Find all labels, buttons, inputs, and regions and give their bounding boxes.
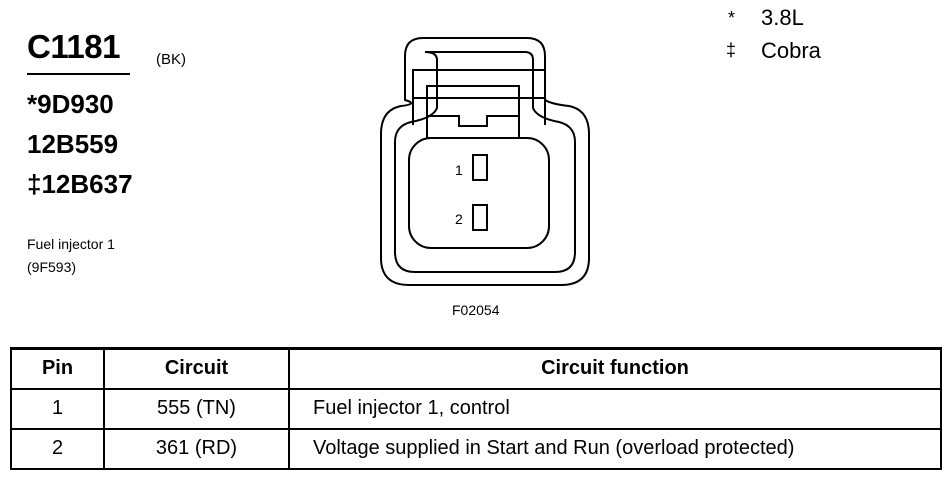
- pin-1-label: 1: [455, 162, 463, 178]
- component-name: Fuel injector 1: [27, 236, 115, 252]
- component-number: (9F593): [27, 259, 77, 275]
- header-pin: Pin: [10, 347, 105, 390]
- connector-inner-wall: [394, 51, 576, 273]
- connector-color: (BK): [156, 51, 186, 68]
- pin-table: Pin Circuit Circuit function 1 555 (TN) …: [10, 347, 942, 470]
- lock-tab-frame: [412, 69, 546, 99]
- table-row: 2 361 (RD) Voltage supplied in Start and…: [10, 427, 942, 470]
- part-number-2: 12B559: [27, 129, 119, 159]
- pin-2-terminal: [472, 204, 488, 231]
- connector-outer-housing: [380, 37, 590, 286]
- cell-circuit: 361 (RD): [103, 427, 290, 470]
- pin-cavity-block: [408, 137, 550, 249]
- connector-face-diagram: 1 2: [380, 37, 590, 286]
- cell-function: Fuel injector 1, control: [288, 387, 942, 430]
- connector-id: C1181: [27, 28, 120, 65]
- latch: [426, 85, 520, 139]
- legend-symbol-asterisk: *: [728, 8, 736, 28]
- pin-2-label: 2: [455, 211, 463, 227]
- pin-1-terminal: [472, 154, 488, 181]
- header-circuit: Circuit: [103, 347, 290, 390]
- legend-symbol-double-dagger: ‡: [726, 40, 737, 60]
- part-number-3: ‡12B637: [27, 169, 133, 199]
- legend-label-cobra: Cobra: [761, 38, 821, 63]
- cell-pin: 1: [10, 387, 105, 430]
- cell-circuit: 555 (TN): [103, 387, 290, 430]
- cell-function: Voltage supplied in Start and Run (overl…: [288, 427, 942, 470]
- legend-label-3-8l: 3.8L: [761, 5, 804, 30]
- cell-pin: 2: [10, 427, 105, 470]
- table-row: 1 555 (TN) Fuel injector 1, control: [10, 387, 942, 430]
- header-circuit-function: Circuit function: [288, 347, 942, 390]
- connector-id-underline: [27, 73, 130, 75]
- table-header-row: Pin Circuit Circuit function: [10, 347, 942, 390]
- figure-code: F02054: [452, 302, 500, 318]
- part-number-1: *9D930: [27, 89, 114, 119]
